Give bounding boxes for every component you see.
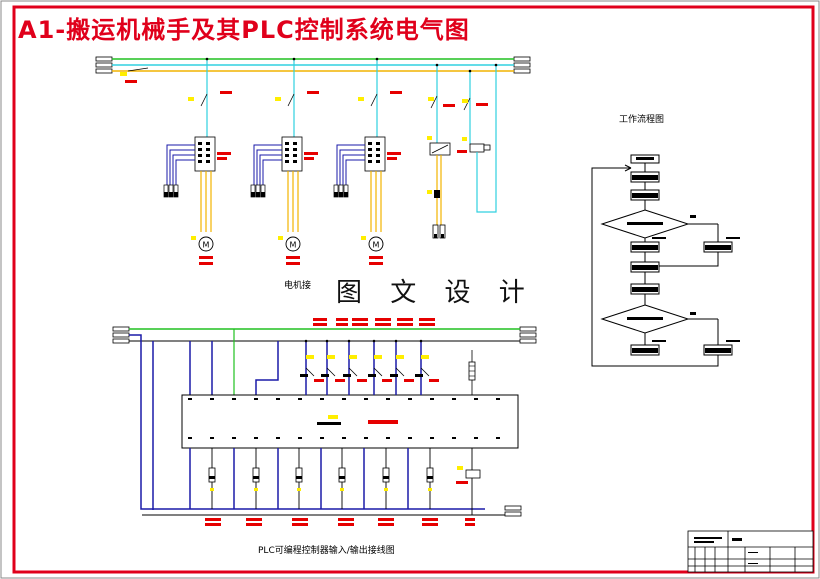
motor-symbol-3: M bbox=[373, 241, 380, 250]
motor-symbol-1: M bbox=[203, 241, 210, 250]
plc-input-switch-4 bbox=[368, 339, 392, 395]
supply-terminal-left bbox=[95, 56, 113, 74]
work-flowchart bbox=[591, 154, 740, 367]
motor-branch-1: M bbox=[163, 59, 232, 265]
plc-output-load-6 bbox=[426, 448, 434, 509]
drawing-title: A1-搬运机械手及其PLC控制系统电气图 bbox=[18, 16, 470, 44]
motor-1 bbox=[198, 236, 214, 252]
plc-input-switch-6 bbox=[415, 339, 439, 395]
plc-wiring-label: PLC可编程控制器输入/输出接线图 bbox=[258, 546, 395, 556]
plc-indicator bbox=[468, 350, 476, 395]
motor-3 bbox=[368, 236, 384, 252]
plc-input-switch-3 bbox=[343, 339, 367, 395]
plc-top-labels bbox=[313, 318, 435, 326]
title-block bbox=[687, 530, 814, 573]
motor-branch-2: M bbox=[250, 59, 319, 265]
plc-bottom-labels bbox=[205, 518, 475, 526]
drawing-frame bbox=[12, 5, 815, 574]
plc-return-terminal bbox=[504, 505, 522, 517]
plc-output-load-5 bbox=[382, 448, 390, 509]
plc-input-switch-5 bbox=[390, 339, 414, 395]
plc-input-switch-2 bbox=[321, 339, 345, 395]
branch-relay-loop bbox=[462, 63, 498, 213]
plc-output-relay bbox=[456, 448, 481, 515]
plc-terminal-left bbox=[112, 326, 130, 344]
supply-terminal-right bbox=[513, 56, 531, 74]
main-switch bbox=[120, 67, 149, 83]
plc-output-load-3 bbox=[295, 448, 303, 509]
plc-output-load-1 bbox=[208, 448, 216, 509]
plc-wiring-diagram bbox=[112, 318, 537, 526]
motor-diagram-label: 电机接 bbox=[284, 281, 312, 291]
plc-output-load-4 bbox=[338, 448, 346, 509]
plc-terminal-right bbox=[519, 326, 537, 344]
plc-input-switch-1 bbox=[300, 339, 324, 395]
motor-2 bbox=[285, 236, 301, 252]
bus-junction-dots bbox=[205, 57, 379, 61]
watermark-text: 图 文 设 计 bbox=[336, 278, 535, 308]
branch-contact bbox=[427, 63, 467, 239]
motor-symbol-2: M bbox=[290, 241, 297, 250]
relay-coil bbox=[469, 143, 485, 153]
flowchart-label: 工作流程图 bbox=[619, 115, 665, 125]
plc-output-load-2 bbox=[252, 448, 260, 509]
plc-unit bbox=[181, 394, 519, 449]
motor-branch-3: M bbox=[333, 59, 402, 265]
